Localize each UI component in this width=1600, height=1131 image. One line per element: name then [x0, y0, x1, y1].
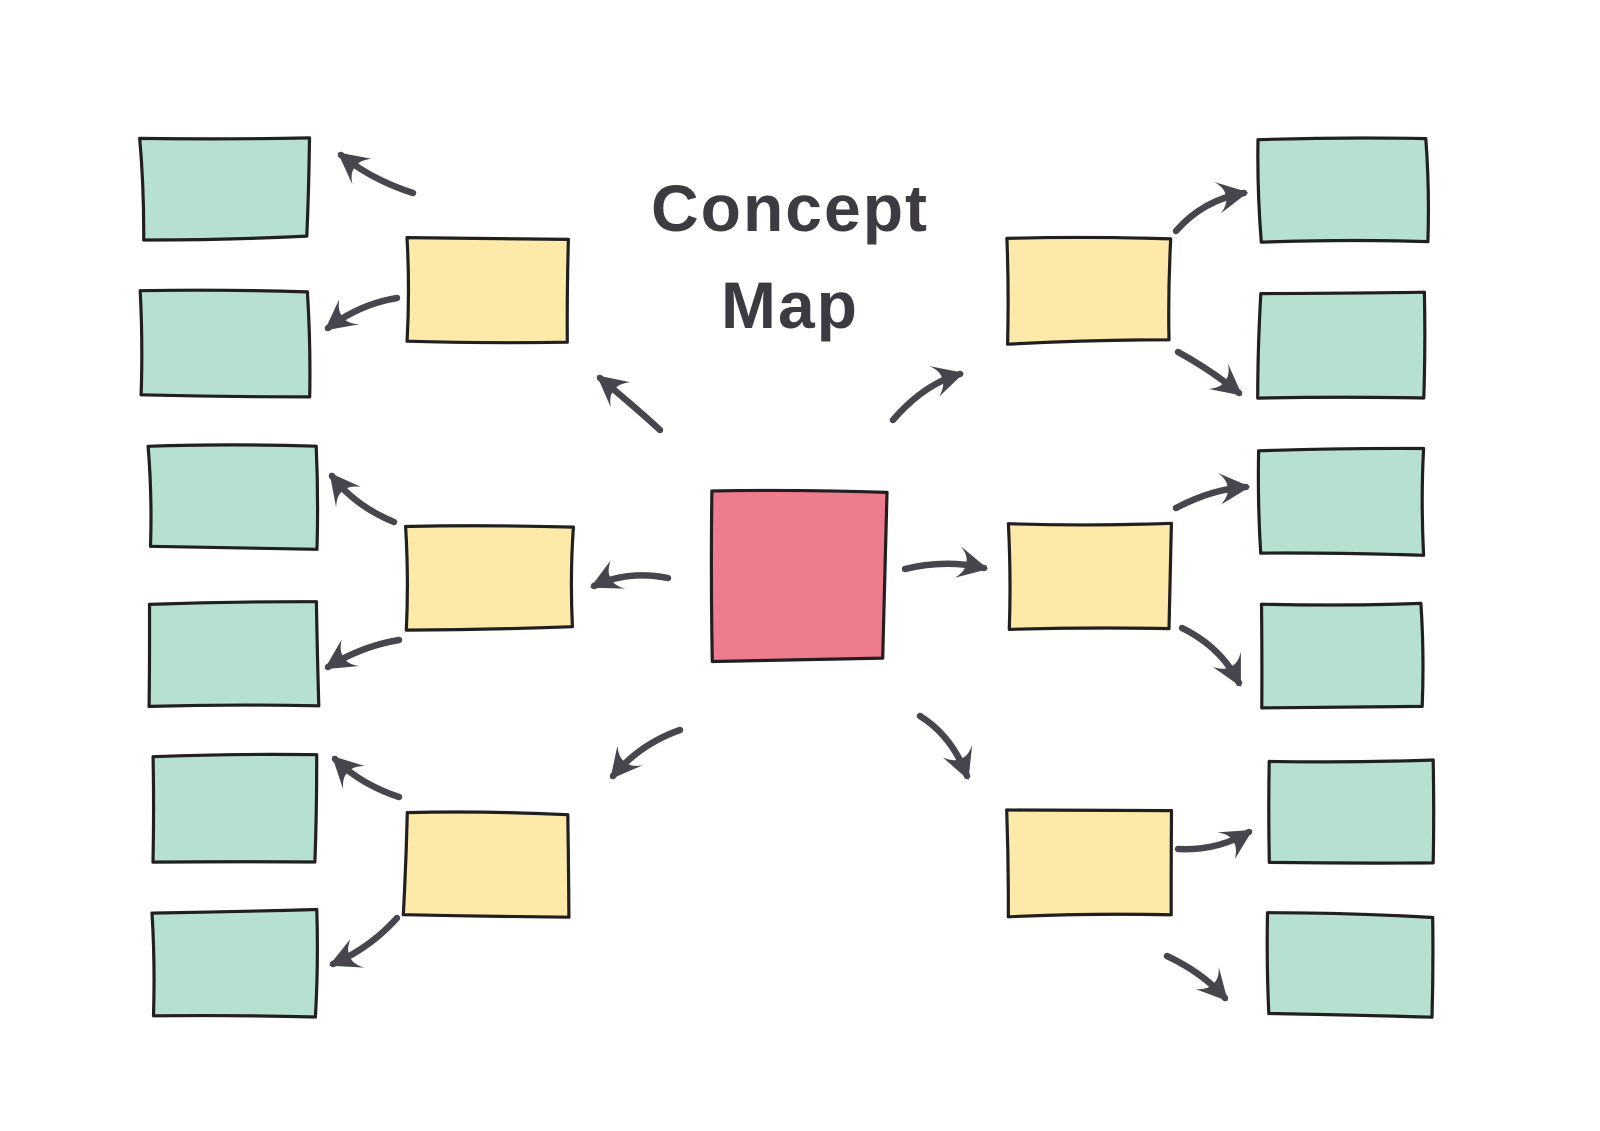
leaf-right-5-box [1267, 758, 1436, 865]
branch-right-mid-box [1006, 521, 1173, 631]
leaf-left-3-box [146, 443, 320, 551]
arrow-right-mid-to-leaf-4 [1178, 624, 1243, 687]
arrow-layer [324, 151, 1253, 1002]
arrow-left-bottom-to-leaf-6 [329, 914, 401, 968]
leaf-left-5-box [151, 752, 319, 864]
arrow-center-to-upper-right [889, 366, 965, 424]
page-title-line-1: Concept [651, 171, 929, 245]
arrow-right-top-to-leaf-1 [1172, 182, 1249, 235]
arrow-left-bottom-to-leaf-5 [331, 755, 403, 801]
arrow-center-to-lower-right [916, 712, 973, 780]
arrow-right-bottom-to-leaf-5 [1174, 828, 1253, 860]
leaf-left-6-box [150, 907, 320, 1019]
leaf-right-6-box [1265, 911, 1435, 1019]
leaf-left-1-box [138, 136, 312, 242]
arrow-left-mid-to-leaf-3 [328, 472, 398, 526]
branch-right-bottom-box [1005, 808, 1174, 919]
branch-right-top-box [1005, 235, 1173, 346]
arrow-center-to-left [590, 560, 672, 590]
leaf-right-1-box [1256, 136, 1431, 244]
node-layer [138, 136, 1436, 1019]
page-title-line-2: Map [721, 268, 859, 342]
arrow-left-top-to-leaf-2 [324, 294, 401, 332]
branch-left-mid-box [404, 524, 575, 632]
branch-left-top-box [405, 236, 570, 345]
arrow-left-top-to-leaf-1 [337, 151, 417, 197]
branch-left-bottom-box [401, 810, 571, 919]
leaf-left-4-box [147, 600, 321, 708]
arrow-right-bottom-to-leaf-6 [1163, 952, 1229, 1002]
leaf-right-2-box [1256, 290, 1427, 400]
arrow-left-mid-to-leaf-4 [324, 636, 403, 671]
page-title: Concept Map [600, 160, 980, 354]
arrow-center-to-lower-left [609, 726, 684, 780]
arrow-center-to-right [901, 546, 989, 578]
root-topic-box [709, 488, 889, 664]
arrow-right-mid-to-leaf-3 [1172, 472, 1251, 512]
leaf-right-4-box [1259, 601, 1425, 710]
leaf-left-2-box [138, 288, 312, 399]
arrow-center-to-upper-left [596, 374, 664, 434]
arrow-right-top-to-leaf-2 [1174, 348, 1243, 397]
leaf-right-3-box [1256, 446, 1426, 557]
